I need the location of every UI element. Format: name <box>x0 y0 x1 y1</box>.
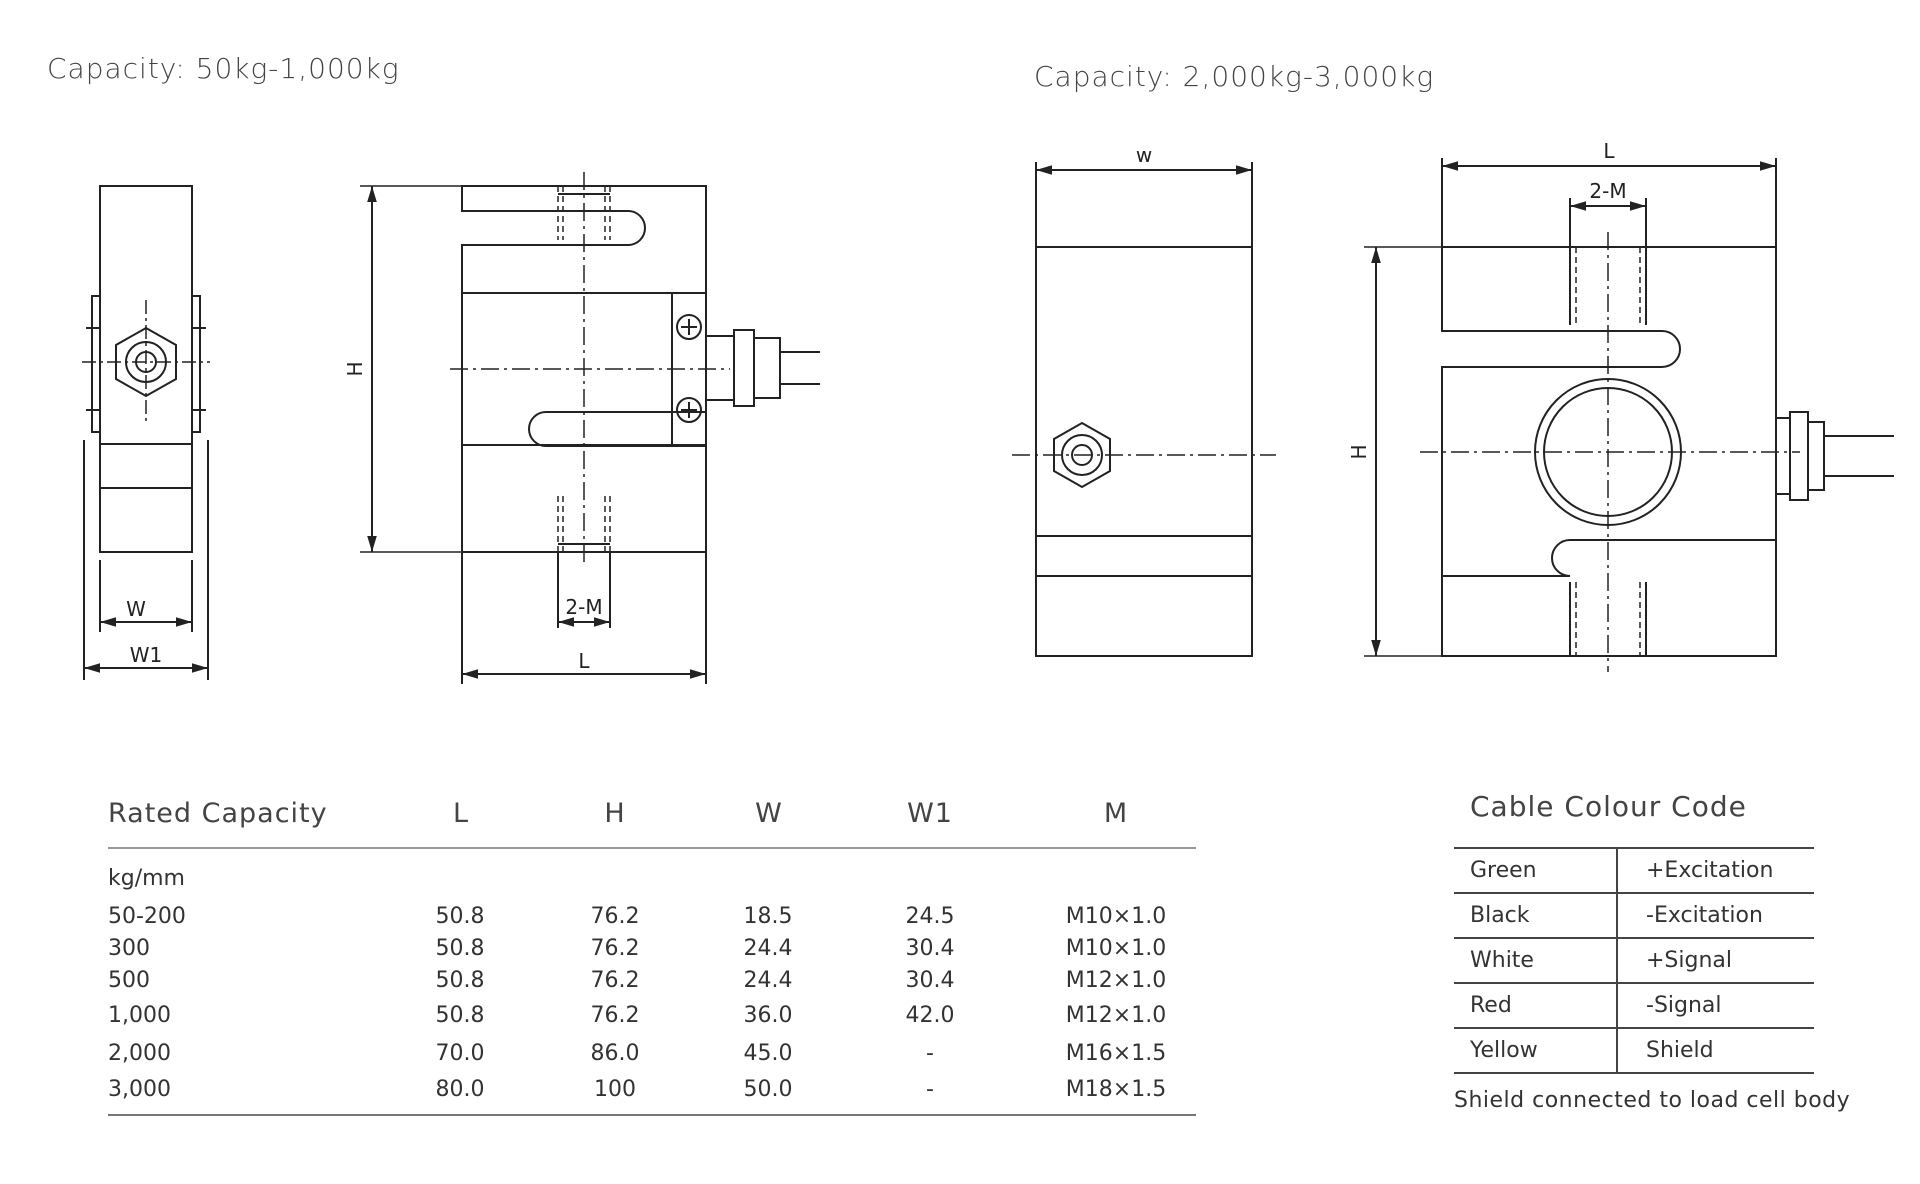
wire-function-cell: Shield <box>1617 1028 1814 1074</box>
table-top-rule <box>108 847 1196 849</box>
spec-value-cell: 80.0 <box>435 1077 485 1102</box>
spec-value-cell: 76.2 <box>590 1003 640 1028</box>
spec-value-cell: 76.2 <box>590 936 640 961</box>
dim-label-w-large: w <box>1136 143 1152 167</box>
header-L: L <box>452 798 470 829</box>
large-capacity-title: Capacity: 2,000kg-3,000kg <box>1034 60 1435 93</box>
dim-label-L-small: L <box>578 649 590 673</box>
capacity-cell: 300 <box>108 936 150 961</box>
small-side-view <box>82 185 210 680</box>
spec-value-cell: M18×1.5 <box>1065 1077 1167 1102</box>
wire-function-cell: -Excitation <box>1617 893 1814 939</box>
dim-label-W1: W1 <box>130 643 163 667</box>
spec-value-cell: 76.2 <box>590 904 640 929</box>
capacity-cell: 50-200 <box>108 904 186 929</box>
large-front-view <box>1364 158 1894 672</box>
units-label: kg/mm <box>108 866 185 891</box>
table-bottom-rule <box>108 1114 1196 1116</box>
spec-value-cell: 18.5 <box>743 904 793 929</box>
cable-colour-row: Green+Excitation <box>1454 847 1814 894</box>
spec-value-cell: M12×1.0 <box>1065 1003 1167 1028</box>
wire-colour-cell: Green <box>1454 847 1618 894</box>
small-capacity-title: Capacity: 50kg-1,000kg <box>47 52 400 85</box>
header-M: M <box>1103 798 1129 829</box>
wire-colour-cell: Red <box>1454 983 1618 1029</box>
dimension-drawings: W W1 H 2-M L w 2-M L H <box>82 139 1894 684</box>
spec-value-cell: 50.0 <box>743 1077 793 1102</box>
spec-value-cell: 86.0 <box>590 1041 640 1066</box>
spec-value-cell: - <box>926 1077 934 1102</box>
spec-value-cell: 50.8 <box>435 968 485 993</box>
spec-value-cell: 70.0 <box>435 1041 485 1066</box>
spec-value-cell: 30.4 <box>905 936 955 961</box>
spec-value-cell: 42.0 <box>905 1003 955 1028</box>
wire-colour-cell: Yellow <box>1454 1028 1618 1074</box>
shield-note: Shield connected to load cell body <box>1454 1088 1851 1113</box>
capacity-cell: 500 <box>108 968 150 993</box>
cable-colour-row: White+Signal <box>1454 938 1814 984</box>
dim-label-H-large: H <box>1347 444 1371 459</box>
small-front-view <box>360 172 820 684</box>
spec-value-cell: M16×1.5 <box>1065 1041 1167 1066</box>
spec-value-cell: 50.8 <box>435 936 485 961</box>
spec-value-cell: 100 <box>594 1077 636 1102</box>
spec-value-cell: 50.8 <box>435 904 485 929</box>
capacity-cell: 1,000 <box>108 1003 171 1028</box>
spec-value-cell: 24.4 <box>743 936 793 961</box>
dim-label-L-large: L <box>1603 139 1615 163</box>
spec-value-cell: 50.8 <box>435 1003 485 1028</box>
spec-value-cell: 45.0 <box>743 1041 793 1066</box>
dim-label-M-small: 2-M <box>565 595 602 619</box>
wire-colour-cell: White <box>1454 938 1618 984</box>
spec-value-cell: M10×1.0 <box>1065 936 1167 961</box>
capacity-cell: 3,000 <box>108 1077 171 1102</box>
spec-value-cell: 36.0 <box>743 1003 793 1028</box>
spec-value-cell: M10×1.0 <box>1065 904 1167 929</box>
dim-label-M-large: 2-M <box>1589 179 1626 203</box>
header-W: W <box>755 798 783 829</box>
spec-value-cell: 24.5 <box>905 904 955 929</box>
spec-value-cell: 24.4 <box>743 968 793 993</box>
dim-label-H-small: H <box>343 361 367 376</box>
header-H: H <box>604 798 626 829</box>
wire-function-cell: -Signal <box>1617 983 1814 1029</box>
large-side-view <box>1012 162 1276 657</box>
spec-value-cell: - <box>926 1041 934 1066</box>
dim-label-W: W <box>126 597 146 621</box>
header-W1: W1 <box>907 798 953 829</box>
cable-colour-row: Red-Signal <box>1454 983 1814 1029</box>
header-rated-capacity: Rated Capacity <box>108 798 328 829</box>
spec-value-cell: 30.4 <box>905 968 955 993</box>
spec-value-cell: M12×1.0 <box>1065 968 1167 993</box>
wire-colour-cell: Black <box>1454 893 1618 939</box>
cable-colour-title: Cable Colour Code <box>1470 790 1747 823</box>
wire-function-cell: +Excitation <box>1617 847 1814 894</box>
cable-colour-row: Black-Excitation <box>1454 893 1814 939</box>
capacity-cell: 2,000 <box>108 1041 171 1066</box>
spec-value-cell: 76.2 <box>590 968 640 993</box>
wire-function-cell: +Signal <box>1617 938 1814 984</box>
